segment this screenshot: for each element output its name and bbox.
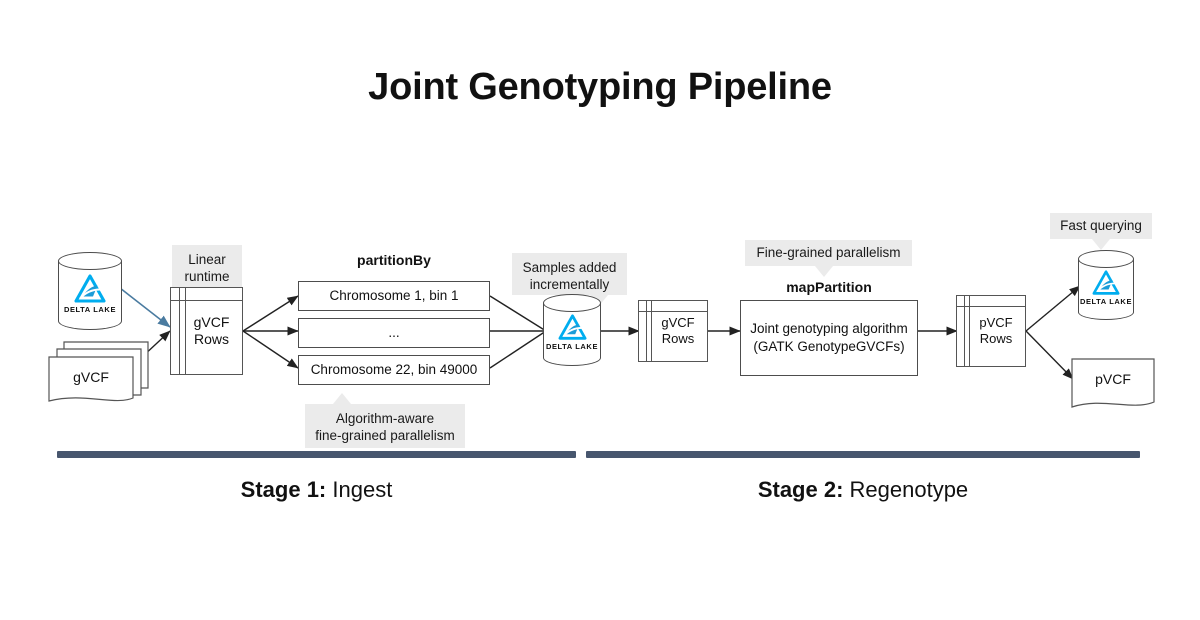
cylinder-top [1078,250,1134,268]
callout-notch [1092,239,1110,250]
callout-notch [815,266,833,277]
callout-fast-querying: Fast querying [1050,213,1152,250]
page-title: Joint Genotyping Pipeline [368,66,832,108]
delta-lake-wordmark: DELTA LAKE [1079,296,1133,306]
gvcf-file-label: gVCF [73,369,109,385]
partition-box-2[interactable]: Chromosome 22, bin 49000 [298,355,490,385]
delta-lake-logo-icon: DELTA LAKE [58,274,122,314]
delta-lake-source-cylinder: DELTA LAKE [58,252,122,330]
pvcf-file-doc: pVCF [1070,357,1158,413]
table-outline [638,300,708,362]
gvcf-file-stack: gVCF [44,338,152,406]
gvcf-rows-label-stage2: gVCF Rows [661,315,695,346]
gvcf-rows-table-stage2: gVCF Rows [638,300,708,362]
callout-notch [333,393,351,404]
gvcf-rows-table-stage1: gVCF Rows [170,287,243,375]
delta-lake-logo-icon: DELTA LAKE [1078,269,1134,306]
table-column-divider-2 [185,287,186,375]
table-header-divider [956,306,1026,307]
callout-linear-runtime-text: Linear runtime [184,252,230,285]
callout-algorithm-aware: Algorithm-aware fine-grained parallelism [305,393,465,448]
table-column-divider [964,295,965,367]
callout-fine-grained-parallelism: Fine-grained parallelism [745,240,912,277]
delta-lake-logo-icon: DELTA LAKE [543,314,601,351]
pvcf-rows-table: pVCF Rows [956,295,1026,367]
gvcf-rows-label: gVCF Rows [193,313,230,347]
partition-box-0[interactable]: Chromosome 1, bin 1 [298,281,490,311]
joint-genotyping-algorithm-box[interactable]: Joint genotyping algorithm (GATK Genotyp… [740,300,918,376]
cylinder-body [1078,259,1134,320]
partitionby-heading: partitionBy [357,252,431,268]
stage2-label: Stage 2: Regenotype [586,477,1140,503]
callout-algorithm-aware-text: Algorithm-aware fine-grained parallelism [315,411,455,444]
delta-lake-output-cylinder: DELTA LAKE [1078,250,1134,320]
stage1-divider-bar [57,451,576,458]
table-column-divider [646,300,647,362]
callout-samples-added-text: Samples added incrementally [522,260,617,293]
partition-box-1[interactable]: ... [298,318,490,348]
table-outline [956,295,1026,367]
stage2-label-rest: Regenotype [843,477,969,502]
stage1-label: Stage 1: Ingest [57,477,576,503]
table-column-divider-2 [651,300,652,362]
stage1-label-bold: Stage 1: [240,477,327,502]
delta-lake-sink-cylinder: DELTA LAKE [543,294,601,366]
table-header-divider [638,311,708,312]
cylinder-body [543,303,601,366]
pvcf-file-label: pVCF [1095,371,1131,387]
table-column-divider-2 [969,295,970,367]
table-header-divider [170,300,243,301]
cylinder-top [58,252,122,270]
callout-fast-querying-text: Fast querying [1060,218,1142,233]
table-column-divider [179,287,180,375]
stage1-label-rest: Ingest [326,477,393,502]
callout-linear-runtime: Linear runtime [172,245,242,298]
pvcf-rows-label: pVCF Rows [979,315,1013,346]
callout-samples-added: Samples added incrementally [512,253,627,306]
stage2-label-bold: Stage 2: [757,477,844,502]
delta-lake-wordmark: DELTA LAKE [545,342,599,352]
delta-lake-wordmark: DELTA LAKE [63,304,117,314]
callout-fine-grained-text: Fine-grained parallelism [756,245,901,260]
mappartition-heading: mapPartition [786,279,872,295]
stage2-divider-bar [586,451,1140,458]
cylinder-top [543,294,601,312]
table-outline [170,287,243,375]
